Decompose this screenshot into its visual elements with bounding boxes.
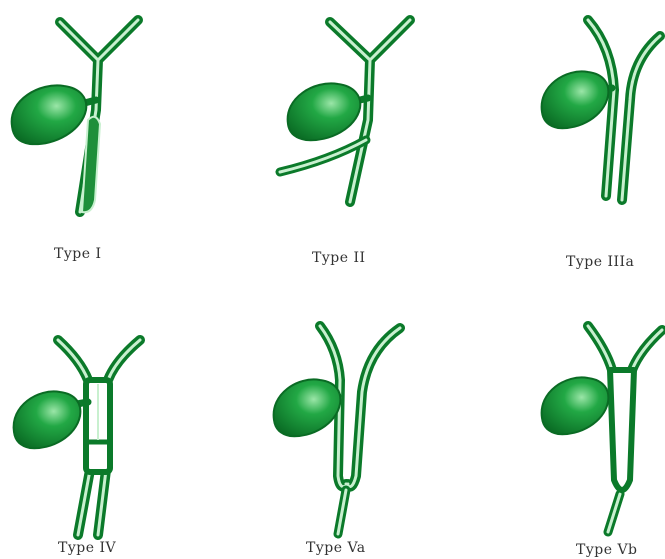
dilated-duct-segment [82,117,100,212]
label-type-ii: Type II [312,250,366,266]
label-type-vb: Type Vb [576,542,638,558]
gallbladder [542,377,609,434]
panel-type-iv [14,340,140,535]
panel-type-ii [280,20,410,202]
dilated-duct-segment [610,370,634,490]
gallbladder [14,391,81,448]
label-type-va: Type Va [306,540,366,556]
gallbladder [288,83,361,140]
label-type-iiia: Type IIIa [566,254,634,270]
gallbladder [12,85,87,144]
gallbladder [274,379,341,436]
bile-ducts [320,326,400,534]
dilated-duct-segment [86,380,110,472]
gallbladder [542,71,609,128]
panel-type-iiia [542,20,660,200]
label-type-i: Type I [54,246,101,262]
panel-type-va [274,326,400,534]
panel-type-i [12,20,138,212]
panel-type-vb [542,326,662,532]
label-type-iv: Type IV [58,540,116,556]
